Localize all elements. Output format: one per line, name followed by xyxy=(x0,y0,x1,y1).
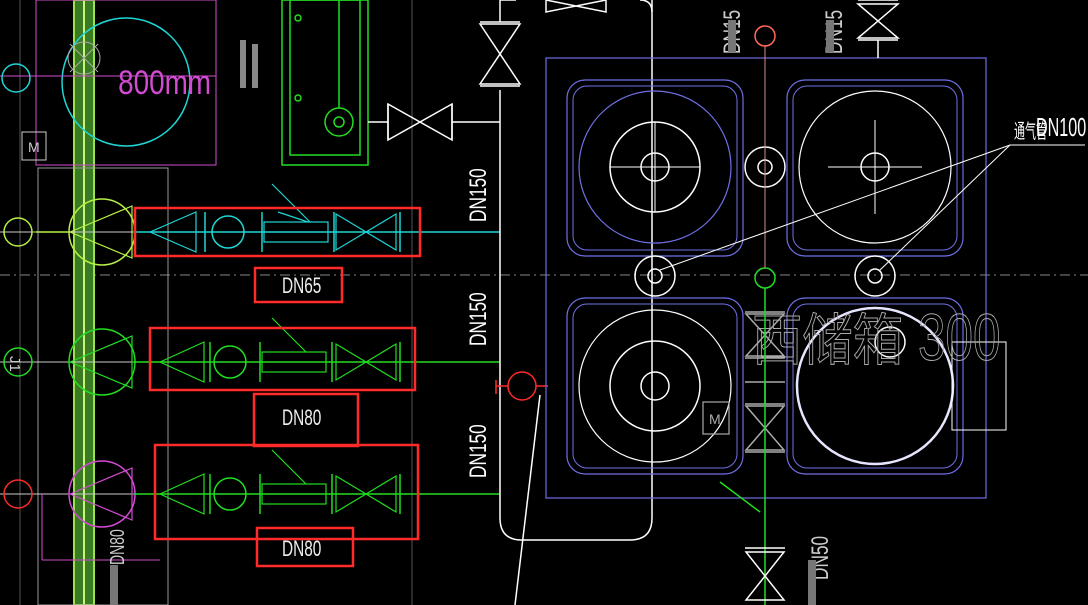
motor-box-mid xyxy=(702,401,730,435)
dn150-label-top: DN150 xyxy=(465,168,491,222)
motor-label-top: M xyxy=(28,139,40,155)
pump-3-suction-end xyxy=(3,479,33,509)
dn80-label-a: DN80 xyxy=(282,406,321,430)
dn80-label-b: DN80 xyxy=(282,537,321,561)
header-pipe xyxy=(499,0,653,605)
discharge-assembly-2: DN80 xyxy=(134,317,500,448)
cabinet-vertical-texts xyxy=(240,40,258,88)
highlight-box-1 xyxy=(133,206,422,258)
motor-label-mid: M xyxy=(709,411,721,427)
left-equipment: 800mm M J1 DN80 xyxy=(0,0,217,605)
vent-port-right xyxy=(854,255,896,297)
grid-lines xyxy=(19,0,413,605)
top-valve-vertical xyxy=(478,0,607,87)
highlight-box-2 xyxy=(148,326,417,392)
tank-capacity-label: 300 xyxy=(918,301,1001,375)
motor-box-top xyxy=(21,131,47,161)
dn80-left-label: DN80 xyxy=(105,529,128,565)
dn65-label: DN65 xyxy=(282,274,321,298)
tank-circle-top xyxy=(61,17,191,147)
control-cabinet xyxy=(281,0,369,166)
discharge-assembly-3: DN80 xyxy=(134,443,500,568)
tank-bottom-right xyxy=(795,306,955,466)
top-valve-horizontal xyxy=(368,102,500,142)
dn150-label-bot: DN150 xyxy=(465,424,491,478)
cabinet-fitting xyxy=(324,107,354,137)
top-right-valve xyxy=(855,0,901,58)
dn80-label-box-b xyxy=(255,526,355,568)
diameter-label: 800mm xyxy=(118,63,211,101)
dn150-label-mid: DN150 xyxy=(465,292,491,346)
drain-bottom-valve xyxy=(744,547,786,601)
vent-prefix-label: 通气管 xyxy=(1014,121,1047,143)
dn15-label-b: DN15 xyxy=(821,10,847,54)
pump-2-suction-end xyxy=(3,347,33,377)
pump-1-suction-end xyxy=(3,217,33,247)
tank-name-label: 西储箱 xyxy=(752,311,903,373)
dn65-label-box xyxy=(253,266,344,304)
discharge-assembly-1: DN65 xyxy=(133,183,500,304)
vent-port-left xyxy=(634,255,676,297)
pipe-end-cyan-top xyxy=(1,63,31,93)
tank-array xyxy=(545,25,1085,499)
tank-array-frame xyxy=(545,57,987,499)
highlight-box-3 xyxy=(153,443,420,541)
j1-label: J1 xyxy=(6,356,23,372)
vent-dn100-label: DN100 xyxy=(1036,112,1086,142)
